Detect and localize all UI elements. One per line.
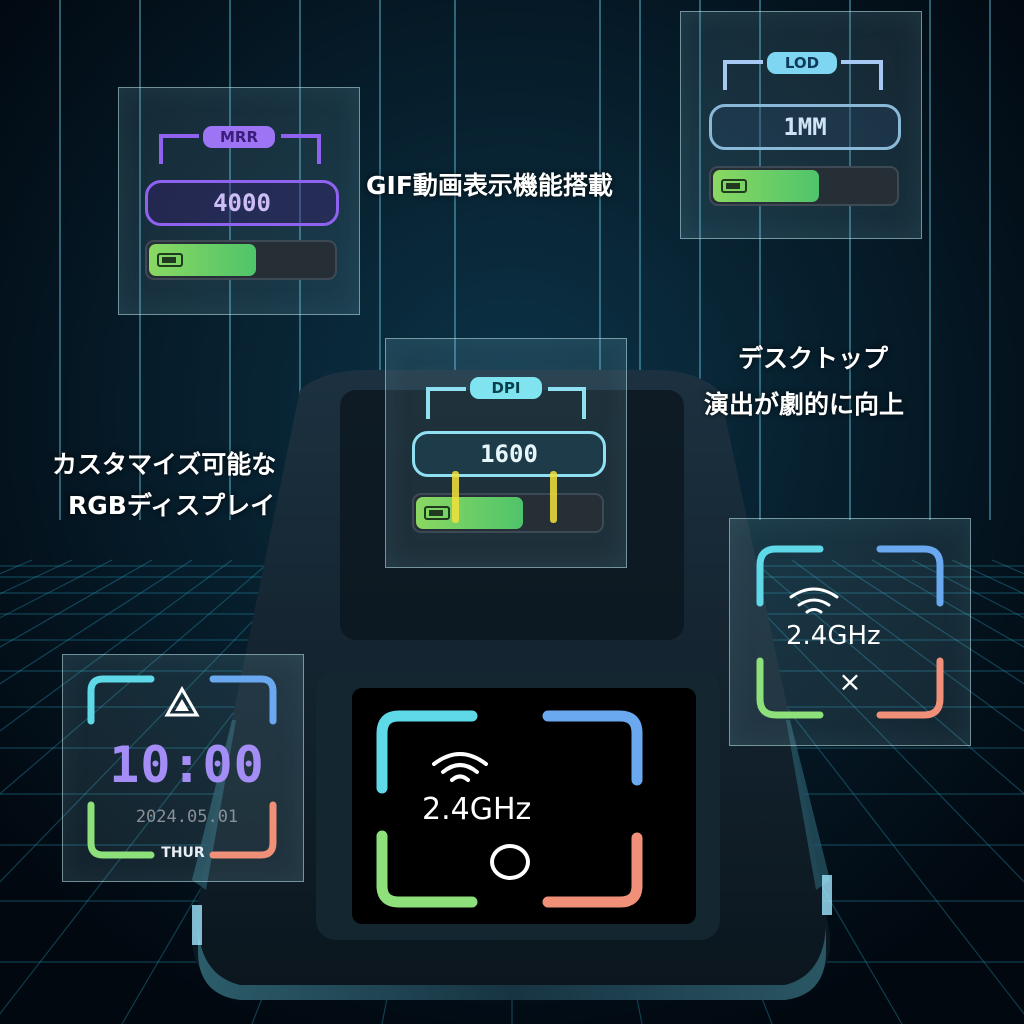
grid-line (871, 559, 1024, 648)
grid-line (0, 559, 193, 685)
dpi-tag: DPI (470, 377, 542, 399)
caption-gif: GIF動画表示機能搭載 (366, 171, 613, 200)
light-beam-decoration (452, 471, 557, 523)
lod-battery-bar (709, 166, 899, 206)
clock-day: THUR (161, 845, 205, 861)
grid-line (0, 559, 313, 883)
dpi-battery-bar (412, 493, 604, 533)
grid-line (751, 559, 1024, 795)
mrr-panel: MRR 4000 (118, 87, 360, 315)
lod-tag: LOD (767, 52, 837, 74)
caption-custom-line1: カスタマイズ可能な (52, 450, 277, 479)
battery-icon (721, 179, 747, 193)
lod-panel: LOD 1MM (680, 11, 922, 239)
mrr-bracket (159, 134, 321, 164)
mrr-value: 4000 (145, 180, 339, 226)
battery-icon (157, 253, 183, 267)
battery-icon (424, 506, 450, 520)
clock-time: 10:00 (109, 736, 265, 794)
wifi-frequency-main: 2.4GHz (422, 792, 532, 827)
clock-panel: 10:00 2024.05.01 THUR (62, 654, 304, 882)
caption-custom-line2: RGBディスプレイ (68, 491, 276, 520)
caption-desktop-line1: デスクトップ (738, 344, 889, 373)
grid-line (0, 559, 153, 648)
wifi-frequency-small: 2.4GHz (786, 621, 881, 651)
grid-line (831, 559, 1024, 685)
clock-frame (87, 675, 277, 859)
device-screen (352, 688, 696, 924)
lod-bracket (723, 60, 883, 90)
brand-logo-icon (164, 685, 200, 717)
lod-value: 1MM (709, 104, 901, 150)
caption-desktop-line2: 演出が劇的に向上 (704, 390, 905, 419)
dpi-value: 1600 (412, 431, 606, 477)
mrr-tag: MRR (203, 126, 275, 148)
device-screen-display: 2.4GHz (352, 688, 696, 924)
wifi-frame-small (756, 545, 944, 719)
mrr-battery-bar (145, 240, 337, 280)
wifi-icon (432, 752, 488, 782)
grid-line (711, 559, 1024, 883)
grid-line (791, 559, 1024, 732)
dpi-panel: DPI 1600 (385, 338, 627, 568)
wifi-icon (789, 587, 839, 614)
disconnected-icon: × (838, 665, 862, 698)
grid-line (0, 559, 273, 795)
grid-line (0, 559, 233, 732)
wifi-frame-main (376, 710, 643, 908)
wifi-panel: 2.4GHz × (729, 518, 971, 746)
dpi-bracket (426, 387, 586, 419)
connection-status-symbol (490, 844, 530, 880)
clock-date: 2024.05.01 (135, 807, 239, 827)
